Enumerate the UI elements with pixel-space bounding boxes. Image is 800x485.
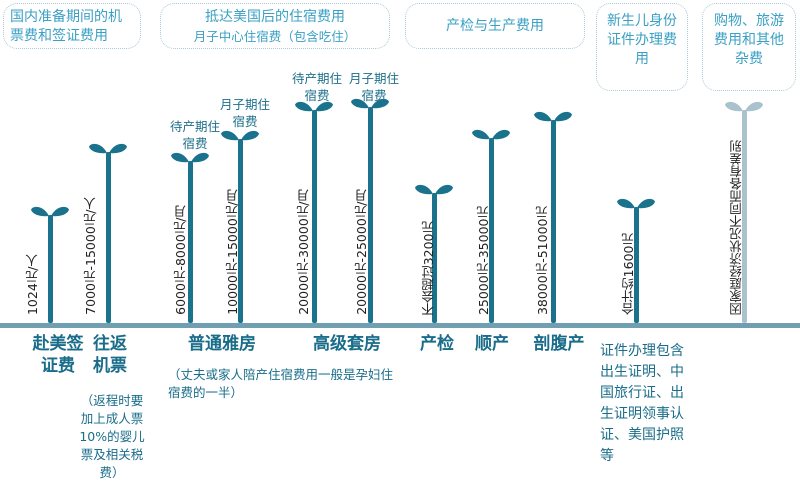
- header-certificate: 新生儿身份证件办理费用: [596, 3, 688, 91]
- sprout-leaf-right-icon: [435, 184, 453, 195]
- sprout-leaf-left-icon: [351, 98, 369, 109]
- sprout-stem: [48, 215, 53, 323]
- value-docs: 合计约1600元: [621, 233, 636, 315]
- header-prenatal-text: 产检与生产费用: [446, 18, 544, 34]
- sprout-leaf-left-icon: [171, 152, 189, 163]
- sprout-leaf-left-icon: [295, 101, 313, 112]
- sprout-stem: [432, 193, 437, 323]
- note-ticket: （返程时要加上成人票10%的婴儿票及相关税费）: [79, 393, 145, 480]
- category-visa: 赴美签证费: [32, 334, 84, 376]
- sprout-leaf-right-icon: [315, 101, 333, 112]
- value-other: 因家庭经济状况不同而各有差别: [729, 140, 744, 315]
- value-luxury-post: 20000元-25000元/月: [354, 189, 369, 315]
- sprout-leaf-right-icon: [51, 206, 69, 217]
- sprout-stem: [106, 152, 111, 323]
- top-label-normal-pre: 待产期住宿费: [170, 119, 221, 151]
- ground-line: [0, 323, 800, 328]
- sprout-leaf-right-icon: [637, 198, 655, 209]
- header-misc: 购物、旅游费用和其他杂费: [702, 3, 796, 91]
- sprout-leaf-left-icon: [415, 184, 433, 195]
- note-housing: （丈夫或家人陪产住宿费用一般是孕妇住宿费的一半）: [168, 367, 394, 400]
- category-natural: 顺产: [475, 334, 509, 354]
- header-certificate-text: 新生儿身份证件办理费用: [607, 13, 677, 67]
- sprout-leaf-right-icon: [191, 152, 209, 163]
- category-normal: 普通雅房: [188, 334, 256, 354]
- header-us-housing-text: 抵达美国后的住宿费用: [205, 9, 345, 25]
- note-certificate: 证件办理包含出生证明、中国旅行证、出生证明领事认证、美国护照等: [600, 343, 684, 464]
- category-checkup: 产检: [420, 334, 454, 354]
- category-luxury: 高级套房: [313, 334, 381, 354]
- value-normal-post: 10000元-15000元/月: [225, 189, 240, 315]
- sprout-leaf-left-icon: [534, 111, 552, 122]
- sprout-leaf-left-icon: [472, 129, 490, 140]
- top-label-luxury-pre: 待产期住宿费: [292, 71, 343, 103]
- sprout-leaf-right-icon: [109, 143, 127, 154]
- sprout-stem: [238, 139, 243, 323]
- category-csection: 剖腹产: [533, 334, 585, 354]
- value-natural: 25000元-35000元: [476, 205, 491, 315]
- sprout-leaf-left-icon: [617, 198, 635, 209]
- sprout-leaf-left-icon: [31, 206, 49, 217]
- value-csection: 38000元-51000元: [535, 205, 550, 315]
- value-normal-pre: 6000元-8000元/月: [173, 205, 188, 315]
- value-visa: 1024元/人: [25, 253, 40, 315]
- sprout-leaf-left-icon: [89, 143, 107, 154]
- value-checkup: 不会超过3200元: [421, 220, 436, 315]
- sprout-stem: [551, 120, 556, 323]
- header-us-housing: 抵达美国后的住宿费用 月子中心住宿费（包含吃住）: [160, 3, 390, 49]
- sprout-stem: [188, 161, 193, 323]
- header-us-housing-sub: 月子中心住宿费（包含吃住）: [193, 29, 357, 44]
- sprout-leaf-right-icon: [241, 130, 259, 141]
- sprout-leaf-left-icon: [221, 130, 239, 141]
- sprout-leaf-right-icon: [371, 98, 389, 109]
- header-prenatal: 产检与生产费用: [405, 3, 585, 49]
- sprout-leaf-right-icon: [745, 101, 763, 112]
- category-ticket: 往返机票: [93, 334, 127, 376]
- header-misc-text: 购物、旅游费用和其他杂费: [714, 13, 784, 67]
- sprout-stem: [489, 138, 494, 323]
- sprout-leaf-right-icon: [492, 129, 510, 140]
- sprout-leaf-right-icon: [554, 111, 572, 122]
- sprout-stem: [368, 107, 373, 323]
- sprout-stem: [742, 110, 747, 323]
- header-domestic-text: 国内准备期间的机票费和签证费用: [10, 9, 122, 44]
- sprout-stem: [634, 207, 639, 323]
- value-ticket: 7000元-15000元/人: [83, 197, 98, 315]
- sprout-stem: [312, 110, 317, 323]
- value-luxury-pre: 20000元-30000元/月: [296, 189, 311, 315]
- top-label-normal-post: 月子期住宿费: [220, 97, 271, 129]
- sprout-leaf-left-icon: [725, 101, 743, 112]
- header-domestic: 国内准备期间的机票费和签证费用: [3, 3, 141, 49]
- top-label-luxury-post: 月子期住宿费: [349, 71, 400, 103]
